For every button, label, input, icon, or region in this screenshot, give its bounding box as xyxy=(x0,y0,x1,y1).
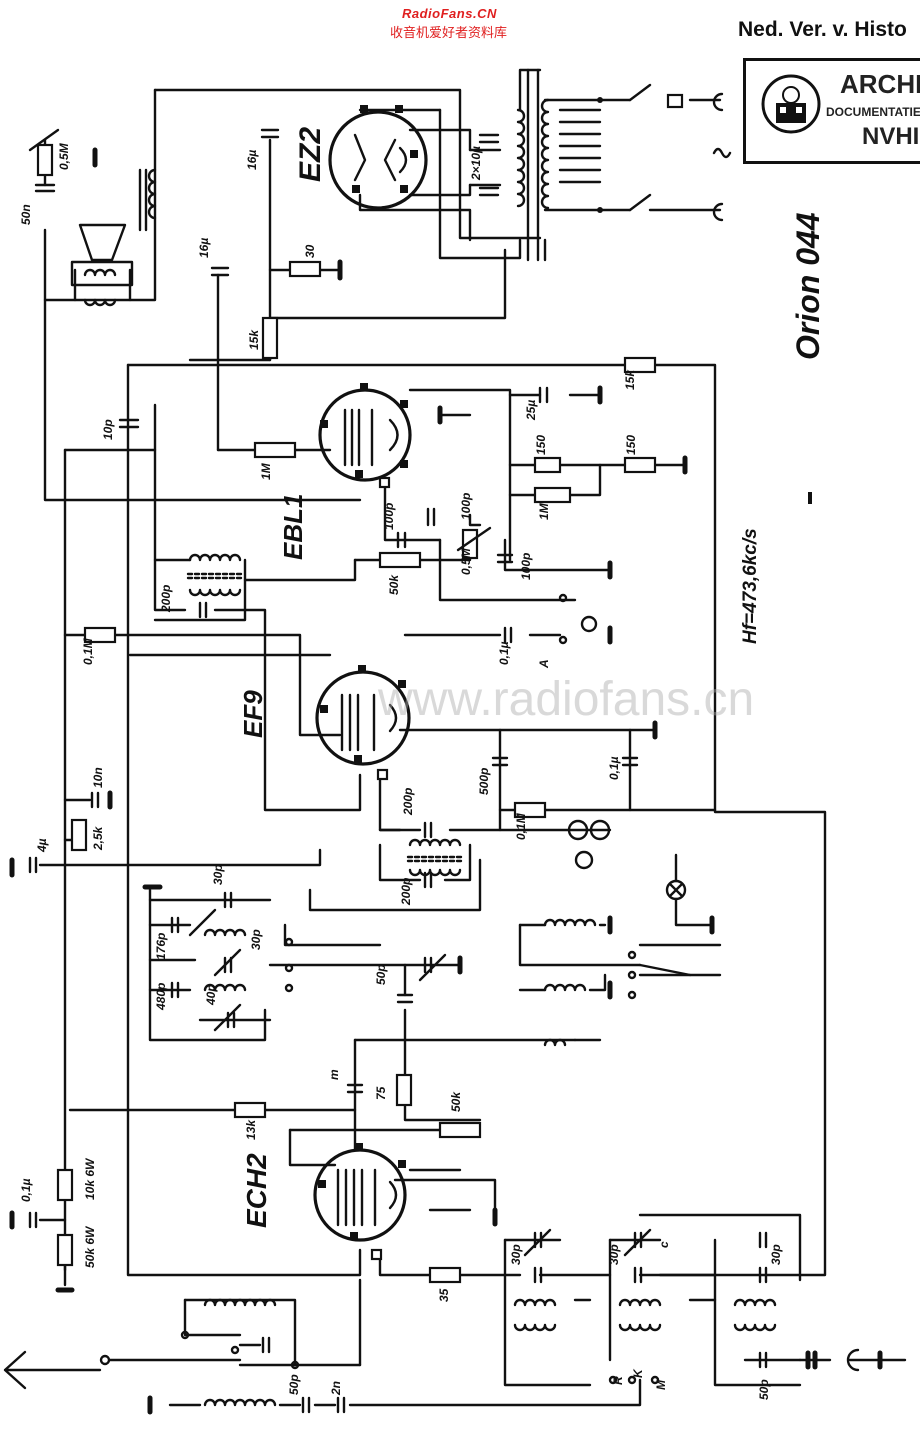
stamp-line-3: NVHI xyxy=(862,123,920,150)
tube-ez2 xyxy=(328,105,428,210)
label-pot-05m-top: 0,5M xyxy=(57,142,71,170)
label-r-150-a: 150 xyxy=(534,435,548,455)
tube-label-ef9: EF9 xyxy=(238,690,268,738)
rf-coils xyxy=(203,1298,777,1407)
label-c-16u-a: 16µ xyxy=(245,150,259,170)
label-r-50k: 50k xyxy=(387,574,401,595)
antenna-icon xyxy=(3,1348,860,1390)
label-r-150-b: 150 xyxy=(624,435,638,455)
label-c-50p-b: 50p xyxy=(287,1374,301,1395)
label-c-200p-c: 200p xyxy=(399,878,413,906)
label-r-01m: 0,1M xyxy=(81,637,95,665)
label-r-15k: 15k xyxy=(247,329,261,350)
label-r-30: 30 xyxy=(303,244,317,258)
label-c-50n: 50n xyxy=(19,204,33,225)
label-r-50k-6w: 50k 6W xyxy=(83,1225,97,1268)
label-c-25u: 25µ xyxy=(524,400,538,421)
archive-stamp: ARCHII DOCUMENTATIE NVHI xyxy=(743,58,920,164)
resistors xyxy=(28,128,657,1284)
label-r-10k-6w: 10k 6W xyxy=(83,1157,97,1200)
label-c-480p: 480p xyxy=(154,983,168,1011)
pickup-jack-icons xyxy=(567,615,611,870)
label-r-01m-b: 0,1M xyxy=(514,812,528,840)
title-dash xyxy=(808,492,812,504)
component-labels: 50n 0,5M 16µ 16µ 2×10µ 30 15k 15k 10p 1M… xyxy=(19,142,783,1400)
tube-ech2 xyxy=(313,1143,407,1261)
label-c-50p: 50p xyxy=(374,964,388,985)
label-c-30p-e: 30p xyxy=(769,1244,783,1265)
label-c-01u-a: 0,1µ xyxy=(497,641,511,665)
pilot-lamp-icon xyxy=(665,853,714,927)
ground-symbols xyxy=(9,147,883,1415)
label-r-25k: 2,5k xyxy=(91,825,105,851)
label-c-2x10u: 2×10µ xyxy=(469,146,483,181)
label-c-2n: 2n xyxy=(329,1381,343,1396)
watermark: www.radiofans.cn xyxy=(378,673,755,726)
label-r-35: 35 xyxy=(437,1288,451,1302)
label-r-1m-grid: 1M xyxy=(259,462,273,480)
switch-contacts xyxy=(180,593,660,1385)
label-pot-05m: 0,5M xyxy=(459,547,473,575)
tube-label-ech2: ECH2 xyxy=(241,1153,272,1228)
label-r-15k-right: 15k xyxy=(623,369,637,390)
if-transformer-1 xyxy=(186,553,244,597)
radio-logo-icon xyxy=(761,74,821,134)
label-c-100p-a: 100p xyxy=(382,503,396,530)
oscillator-coils xyxy=(203,918,597,1047)
tube-labels: EZ2 EBL1 EF9 ECH2 xyxy=(238,127,327,1228)
label-c-01u-c: 0,1µ xyxy=(19,1178,33,1202)
label-c-10n: 10n xyxy=(91,767,105,788)
tube-ef9 xyxy=(315,665,411,781)
label-c-200p-b: 200p xyxy=(401,788,415,816)
label-c-30p-a: 30p xyxy=(211,864,225,885)
label-switch-a: A xyxy=(537,659,551,669)
label-c-176p: 176p xyxy=(154,933,168,960)
tube-label-ebl1: EBL1 xyxy=(278,494,308,560)
label-c-4u: 4µ xyxy=(35,838,49,853)
label-c-30p-b: 30p xyxy=(249,929,263,950)
label-r-1m-ebl: 1M xyxy=(537,502,551,520)
tube-ebl1 xyxy=(318,383,412,489)
label-c-40p: 40p xyxy=(204,984,218,1006)
label-r-75: 75 xyxy=(374,1086,388,1100)
label-c-10p: 10p xyxy=(101,419,115,440)
label-c-01u-b: 0,1µ xyxy=(607,756,621,780)
site-name: RadioFans.CN xyxy=(402,6,497,21)
stamp-line-2: DOCUMENTATIE xyxy=(826,105,920,119)
tube-label-ez2: EZ2 xyxy=(294,127,327,182)
archive-organization: Ned. Ver. v. Histo xyxy=(738,18,907,41)
label-switch-r: R xyxy=(611,1376,625,1385)
label-switch-m: M xyxy=(654,1379,668,1390)
label-c-200p-a: 200p xyxy=(159,585,173,613)
label-c-30p-d: 30p xyxy=(607,1244,621,1265)
label-c-500p: 500p xyxy=(477,768,491,795)
label-c-16u-b: 16µ xyxy=(197,238,211,258)
if-transformer-2 xyxy=(406,838,464,877)
capacitors xyxy=(28,128,768,1414)
label-c-m: m xyxy=(327,1069,341,1080)
if-frequency-note: Hf=473,6kc/s xyxy=(740,528,761,644)
label-r-50k-b: 50k xyxy=(449,1091,463,1112)
label-r-13k: 13k xyxy=(244,1119,258,1140)
label-c-30p-c: 30p xyxy=(509,1244,523,1265)
stamp-line-1: ARCHII xyxy=(840,69,920,99)
label-switch-k: K xyxy=(631,1368,645,1378)
output-transformer xyxy=(138,168,157,232)
label-c-50p-c: 50p xyxy=(757,1379,771,1400)
label-switch-c: c xyxy=(657,1241,671,1248)
label-c-100p-c: 100p xyxy=(519,553,533,580)
mains-transformer xyxy=(516,68,732,262)
speaker-icon xyxy=(70,223,134,307)
label-c-100p-b: 100p xyxy=(459,493,473,520)
model-title: Orion 044 xyxy=(790,212,826,360)
site-name-chinese: 收音机爱好者资料库 xyxy=(390,25,508,40)
wiring xyxy=(38,68,907,1407)
